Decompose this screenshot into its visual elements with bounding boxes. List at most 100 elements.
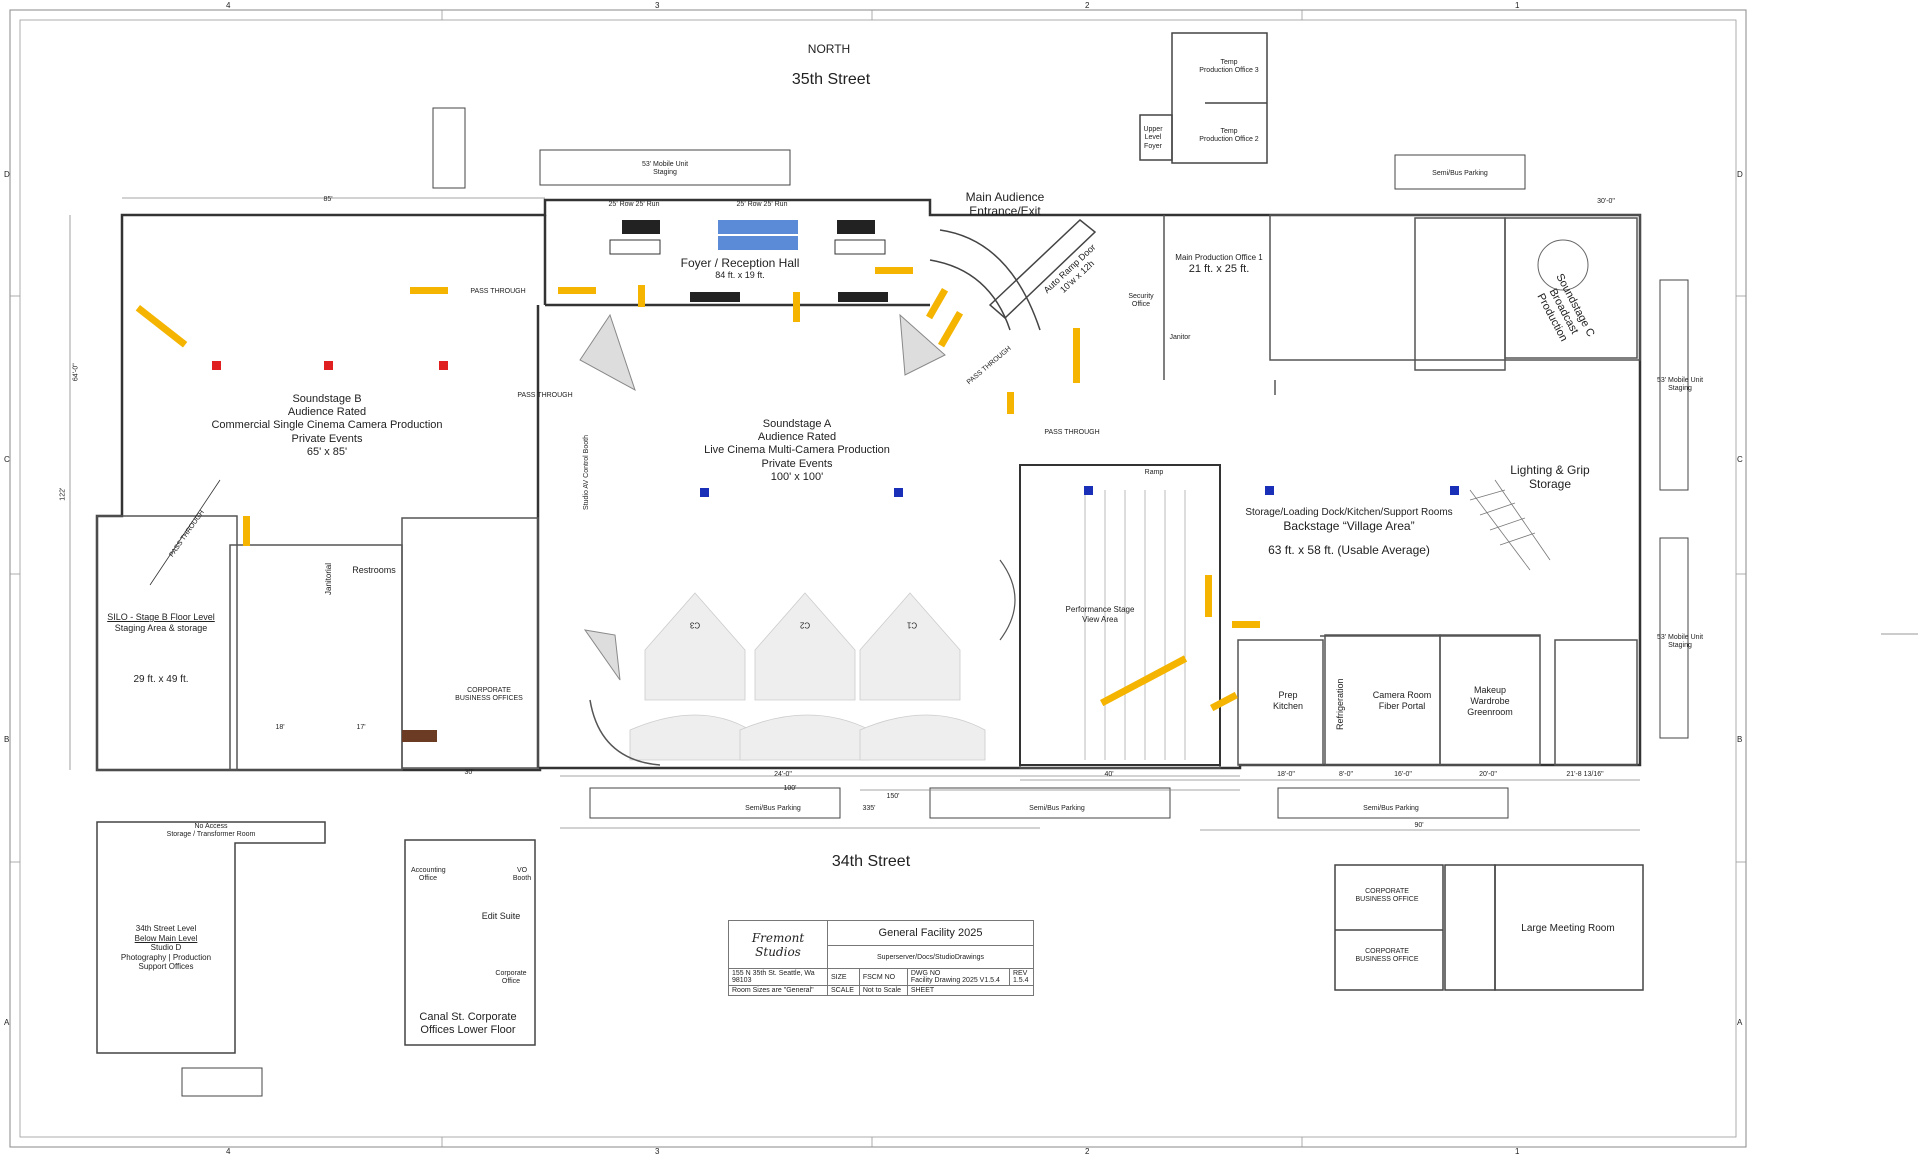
riser-triangles <box>579 313 946 681</box>
room-temp-office-3-line2: Production Office 3 <box>1199 67 1259 75</box>
title-block-rev-header: REV <box>1012 970 1028 977</box>
pass-through-3: PASS THROUGH <box>1044 429 1100 436</box>
title-block: Fremont Studios General Facility 2025 Su… <box>728 919 1035 996</box>
dim-335: 335' <box>862 805 876 812</box>
room-prep-kitchen[interactable]: Prep Kitchen <box>1273 690 1303 712</box>
room-foyer-size: 84 ft. x 19 ft. <box>715 270 765 281</box>
room-makeup[interactable]: Makeup Wardrobe Greenroom <box>1467 685 1513 717</box>
room-soundstage-a-line1: Soundstage A <box>762 418 832 430</box>
semi-parking-3: Semi/Bus Parking <box>1363 805 1419 812</box>
grid-col-1: 1 <box>1515 1 1520 10</box>
stairs <box>1469 479 1551 571</box>
room-temp-office-2: Temp Production Office 2 <box>1199 128 1258 145</box>
foyer-furniture <box>402 220 888 742</box>
stage-edge-curve <box>999 559 1016 641</box>
semi-parking-1: Semi/Bus Parking <box>745 805 801 812</box>
street-south: 34th Street <box>831 853 911 870</box>
bus-truck-outlines <box>181 107 1689 1097</box>
room-corp-office-a-line2: BUSINESS OFFICE <box>1355 896 1419 904</box>
room-soundstage-a[interactable]: Soundstage A Audience Rated Live Cinema … <box>704 418 890 484</box>
red-markers <box>212 361 448 370</box>
room-corp-office-b: CORPORATE BUSINESS OFFICE <box>1355 948 1418 965</box>
room-soundstage-a-line3: Live Cinema Multi-Camera Production <box>704 444 890 457</box>
room-studio-d-line3: Studio D <box>150 943 182 953</box>
room-canal-offices[interactable]: Canal St. Corporate Offices Lower Floor <box>419 1011 516 1037</box>
room-camera-line1: Camera Room <box>1372 690 1432 700</box>
mobile-unit-right-1-line2: Staging <box>1668 385 1692 393</box>
grid-col-4: 4 <box>226 1 231 10</box>
room-corporate-offices[interactable]: CORPORATE BUSINESS OFFICES <box>455 687 523 704</box>
title-block-note: Room Sizes are "General" <box>728 985 828 996</box>
upper-offices <box>1139 32 1268 164</box>
room-canal-line1: Canal St. Corporate <box>419 1011 517 1023</box>
room-corporate-line2: BUSINESS OFFICES <box>455 695 523 703</box>
grid-ticks <box>10 10 1746 1147</box>
dim-21-8: 21'-8 13/16" <box>1566 771 1604 778</box>
room-silo-line3: 29 ft. x 49 ft. <box>133 673 189 685</box>
room-corp-office-canal: Corporate Office <box>495 970 527 986</box>
room-camera-line2: Fiber Portal <box>1378 700 1426 711</box>
room-no-access-line1: No Access <box>194 823 228 830</box>
room-production-office-name: Main Production Office 1 <box>1175 253 1263 262</box>
room-temp-office-2-line1: Temp <box>1220 128 1238 135</box>
dim-20-0: 20'-0" <box>1479 771 1497 778</box>
dim-24: 24'-0" <box>774 771 792 778</box>
room-entrance[interactable]: Main Audience Entrance/Exit <box>966 190 1045 219</box>
room-lighting-grip[interactable]: Lighting & Grip Storage <box>1510 463 1589 492</box>
mobile-unit-right-1-line1: 53' Mobile Unit <box>1656 377 1704 384</box>
room-studio-d[interactable]: 34th Street Level Below Main Level Studi… <box>121 924 211 972</box>
grid-row-b-right: B <box>1737 735 1743 744</box>
room-studio-d-line1: 34th Street Level <box>135 924 197 933</box>
room-upper-foyer: Upper Level Foyer <box>1143 126 1162 151</box>
grid-row-a-right: A <box>1737 1018 1743 1027</box>
room-corp-office-b-line2: BUSINESS OFFICE <box>1355 956 1419 964</box>
grid-row-c: C <box>4 455 10 464</box>
mobile-unit-top-line1: 53' Mobile Unit <box>641 161 689 168</box>
dim-8-0: 8'-0" <box>1339 771 1353 778</box>
room-performance-stage[interactable]: Performance Stage View Area <box>1066 605 1135 624</box>
room-restrooms: Restrooms <box>352 565 396 575</box>
room-foyer[interactable]: Foyer / Reception Hall 84 ft. x 19 ft. <box>681 256 800 281</box>
room-camera[interactable]: Camera Room Fiber Portal <box>1373 690 1432 712</box>
room-av-booth: Studio AV Control Booth <box>583 435 590 510</box>
dim-40: 40' <box>1104 771 1114 778</box>
room-makeup-line3: Greenroom <box>1467 706 1513 717</box>
room-lighting-line1: Lighting & Grip <box>1510 463 1590 477</box>
room-lighting-line2: Storage <box>1528 477 1572 492</box>
room-janitorial: Janitorial <box>324 562 333 595</box>
room-production-office[interactable]: Main Production Office 1 21 ft. x 25 ft. <box>1175 253 1262 276</box>
dim-18: 18' <box>275 724 285 731</box>
mobile-unit-top: 53' Mobile Unit Staging <box>642 161 688 178</box>
dimension-lines <box>69 197 1640 831</box>
grid-row-a: A <box>4 1018 10 1027</box>
camera-fan-shapes <box>629 592 986 761</box>
auto-ramp <box>929 219 1097 331</box>
room-backstage-line2: Backstage “Village Area” <box>1283 519 1415 533</box>
room-soundstage-b[interactable]: Soundstage B Audience Rated Commercial S… <box>211 393 442 459</box>
room-backstage-village[interactable]: Storage/Loading Dock/Kitchen/Support Roo… <box>1245 507 1452 558</box>
room-large-meeting: Large Meeting Room <box>1521 923 1615 934</box>
dim-90: 90' <box>1414 822 1424 829</box>
room-soundstage-b-line3: Commercial Single Cinema Camera Producti… <box>211 419 443 432</box>
room-soundstage-a-line4: Private Events <box>761 457 833 470</box>
room-soundstage-b-line5: 65' x 85' <box>306 445 348 458</box>
room-makeup-line2: Wardrobe <box>1470 695 1510 706</box>
room-silo[interactable]: SILO - Stage B Floor Level Staging Area … <box>107 612 215 686</box>
dim-30-0: 30'-0" <box>1597 198 1615 205</box>
grid-col-3-bottom: 3 <box>655 1147 660 1156</box>
dim-64: 64'-0" <box>72 363 80 382</box>
room-security-office[interactable]: Security Office <box>1128 293 1153 310</box>
dim-18-0: 18'-0" <box>1277 771 1295 778</box>
grid-row-c-right: C <box>1737 455 1743 464</box>
grid-row-d: D <box>4 170 10 179</box>
dim-150: 150' <box>886 793 900 800</box>
title-block-sheet: SHEET <box>906 985 1035 996</box>
room-soundstage-a-line2: Audience Rated <box>757 431 837 444</box>
dim-100: 100' <box>783 785 797 792</box>
dim-85: 85' <box>323 196 333 203</box>
room-silo-line2: Staging Area & storage <box>114 622 208 633</box>
room-edit-suite: Edit Suite <box>481 911 521 921</box>
mobile-unit-top-line2: Staging <box>653 169 677 177</box>
camera-label-c1: C1 <box>906 620 918 630</box>
